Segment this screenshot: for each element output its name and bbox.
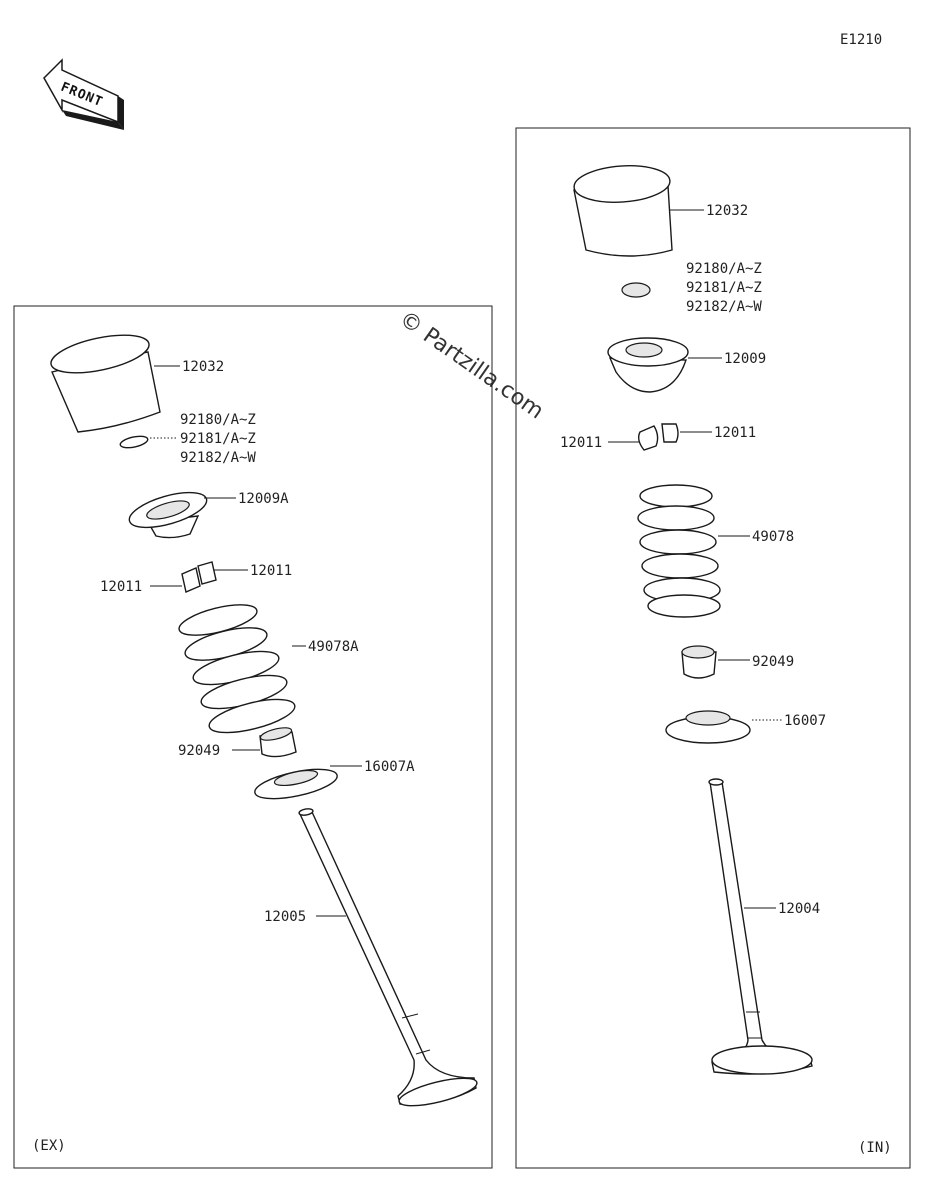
ex-valve-label: 12005	[264, 909, 306, 925]
in-spring	[637, 484, 721, 618]
watermark: © Partzilla.com	[395, 306, 548, 424]
in-shim	[621, 282, 651, 298]
ex-shim	[119, 435, 149, 449]
exhaust-panel	[13, 305, 493, 1169]
in-cotters	[637, 423, 679, 451]
in-tappet-label: 12032	[706, 203, 748, 219]
in-retainer-label: 12009	[724, 351, 766, 367]
ex-spring-seat	[254, 768, 338, 800]
in-shim-label-2: 92181/A~Z	[686, 280, 762, 296]
in-shim-label-3: 92182/A~W	[686, 299, 762, 315]
ex-valve	[298, 808, 478, 1107]
in-shim-label-1: 92180/A~Z	[686, 261, 762, 277]
in-cotter-right-label: 12011	[714, 425, 756, 441]
ex-spring-label: 49078A	[308, 639, 359, 655]
ex-shim-label-3: 92182/A~W	[180, 450, 256, 466]
in-spring-seat-label: 16007	[784, 713, 826, 729]
in-spring-label: 49078	[752, 529, 794, 545]
in-seal-label: 92049	[752, 654, 794, 670]
ex-spring-seat-label: 16007A	[364, 759, 415, 775]
in-retainer	[607, 337, 689, 393]
ex-shim-label-1: 92180/A~Z	[180, 412, 256, 428]
ex-spring	[178, 604, 296, 734]
in-cotter-left-label: 12011	[560, 435, 602, 451]
exhaust-tag: (EX)	[32, 1138, 66, 1154]
in-valve	[708, 778, 813, 1075]
ex-seal-label: 92049	[178, 743, 220, 759]
ex-cotter-right-label: 12011	[250, 563, 292, 579]
in-seal	[681, 645, 717, 679]
ex-tappet-label: 12032	[182, 359, 224, 375]
ex-shim-label-2: 92181/A~Z	[180, 431, 256, 447]
ex-tappet	[50, 334, 161, 433]
intake-tag: (IN)	[858, 1140, 892, 1156]
in-spring-seat	[665, 710, 751, 744]
diagram-code: E1210	[840, 32, 882, 48]
ex-cotters	[181, 561, 217, 593]
ex-retainer	[128, 491, 208, 539]
in-valve-label: 12004	[778, 901, 820, 917]
in-tappet	[573, 165, 673, 257]
front-arrow-icon: FRONT	[43, 58, 124, 130]
ex-seal	[259, 727, 297, 758]
ex-cotter-left-label: 12011	[100, 579, 142, 595]
ex-retainer-label: 12009A	[238, 491, 289, 507]
intake-panel	[515, 127, 911, 1169]
